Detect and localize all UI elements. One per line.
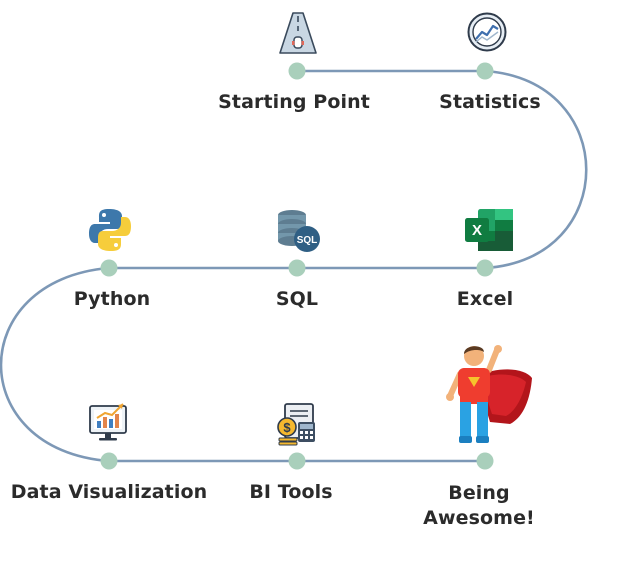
python-icon [89,209,131,251]
label-data-visualization: Data Visualization [10,481,208,503]
node-data-visualization [100,452,118,470]
trend-chart-icon [467,12,507,52]
svg-text:$: $ [283,420,291,435]
connector-python-dataviz [0,266,111,463]
label-excel: Excel [456,288,514,310]
node-statistics [476,62,494,80]
node-excel [476,259,494,277]
svg-text:SQL: SQL [297,235,318,246]
connector-statistics-excel [483,69,588,270]
node-sql [288,259,306,277]
svg-text:X: X [472,222,482,239]
node-starting-point [288,62,306,80]
node-python [100,259,118,277]
dashboard-chart-icon [89,403,127,441]
label-python: Python [73,288,151,310]
label-starting-point: Starting Point [218,91,370,113]
sql-database-icon: SQL [278,210,320,252]
node-being-awesome [476,452,494,470]
road-icon [279,12,317,54]
label-statistics: Statistics [439,91,541,113]
excel-icon: X [465,209,513,251]
path-nodes [100,62,494,470]
label-bi-tools: BI Tools [249,481,333,503]
node-bi-tools [288,452,306,470]
superhero-icon [446,345,532,443]
label-sql: SQL [275,288,319,310]
label-being-awesome: Being Awesome! [423,482,535,529]
bi-report-icon: $ [277,403,315,446]
